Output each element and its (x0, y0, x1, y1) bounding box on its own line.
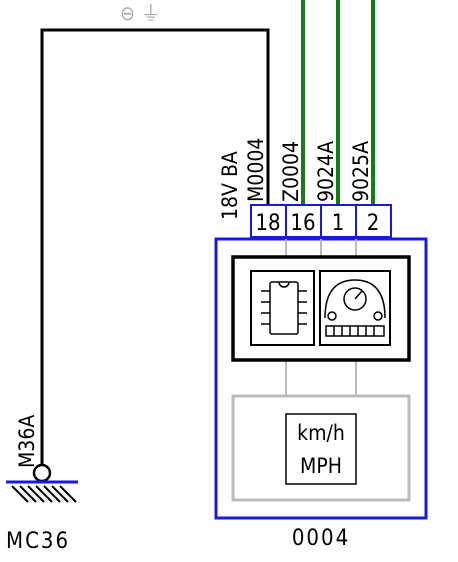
wire-label-z0004: Z0004 (279, 141, 303, 202)
pin-1: 1 (332, 211, 345, 236)
chip-panel (250, 270, 315, 346)
ground-hatch-icon (11, 485, 77, 503)
ic-chip-icon (261, 281, 307, 335)
connector-pin-cell (320, 204, 357, 238)
gauge-panel (319, 270, 391, 346)
wire-label-9024a: 9024A (314, 141, 338, 202)
wire-label-m0004: M0004 (244, 138, 268, 202)
unit-kmh: km/h (297, 421, 345, 445)
wire-m36a (40, 28, 270, 468)
internal-links (285, 239, 357, 396)
ground-point-label: MC36 (6, 529, 70, 554)
ground-symbol-top: ⊖ ⏚ (120, 1, 161, 25)
pin-16: 16 (290, 211, 315, 236)
unit-display (285, 413, 357, 485)
ground-node-icon (32, 463, 52, 483)
component-id: 0004 (292, 526, 350, 551)
wire-label-m36a: M36A (15, 415, 39, 468)
pin-2: 2 (367, 211, 380, 236)
supply-label: 18V BA (218, 151, 242, 220)
pin-18: 18 (255, 211, 280, 236)
wire-label-9025a: 9025A (349, 141, 373, 202)
connector: 18 16 1 2 (250, 204, 392, 238)
unit-mph: MPH (300, 454, 342, 478)
connector-pin-cell (355, 204, 392, 238)
speedometer-icon (324, 279, 386, 337)
